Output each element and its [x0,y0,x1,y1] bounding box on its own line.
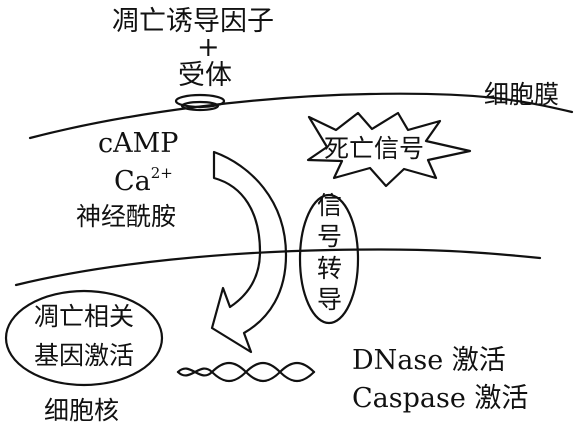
nuclear-membrane-line [14,248,542,287]
signal-transduction-oval: 信 号 转 导 [298,191,360,325]
death-signal-label: 死亡信号 [324,134,424,163]
caspase-label: Caspase 激活 [352,383,528,414]
curved-arrow [210,150,288,354]
nucleus-label: 细胞核 [44,396,119,425]
signal-char-1: 信 [317,191,342,220]
apoptosis-genes-line1: 凋亡相关 [34,302,134,331]
calcium-label: Ca2+ [114,164,173,197]
signal-char-2: 号 [317,222,342,251]
plus-sign: + [197,32,220,63]
apoptosis-inducer-label: 凋亡诱导因子 + 受体 [112,6,274,91]
cell-membrane-label: 细胞膜 [484,80,559,109]
dnase-label: DNase 激活 [352,345,506,376]
cell-membrane-line [28,92,574,140]
enzyme-activation-labels: DNase 激活 Caspase 激活 [352,345,528,414]
neuroamide-label: 神经酰胺 [76,202,176,231]
apoptosis-genes-line2: 基因激活 [34,341,134,370]
dna-helix-icon [176,361,316,383]
inducer-line: 凋亡诱导因子 [112,6,274,37]
apoptosis-genes-oval: 凋亡相关 基因激活 [4,289,164,387]
death-signal-burst: 死亡信号 [306,111,472,188]
camp-label: cAMP [98,128,178,159]
calcium-base: Ca [114,166,151,197]
signal-char-4: 导 [317,285,342,314]
receptor-label: 受体 [178,60,232,91]
calcium-charge: 2+ [151,164,173,182]
second-messenger-list: cAMP Ca2+ 神经酰胺 [76,128,178,231]
signal-char-3: 转 [317,254,342,283]
